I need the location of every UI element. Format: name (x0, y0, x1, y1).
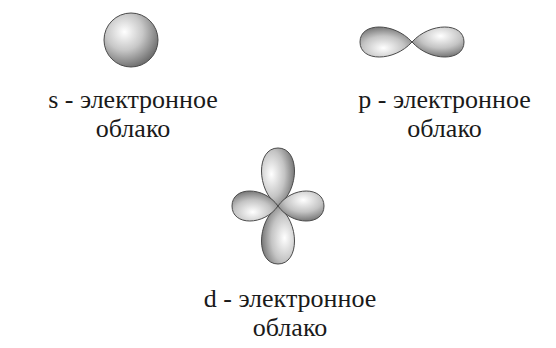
d-orbital (232, 148, 324, 264)
caption-label: d - электронное облако (183, 284, 398, 342)
caption-label: s - электронное облако (26, 85, 241, 143)
caption-label: p - электронное облако (337, 85, 552, 143)
p-orbital (360, 27, 464, 57)
s-orbital (104, 13, 158, 67)
